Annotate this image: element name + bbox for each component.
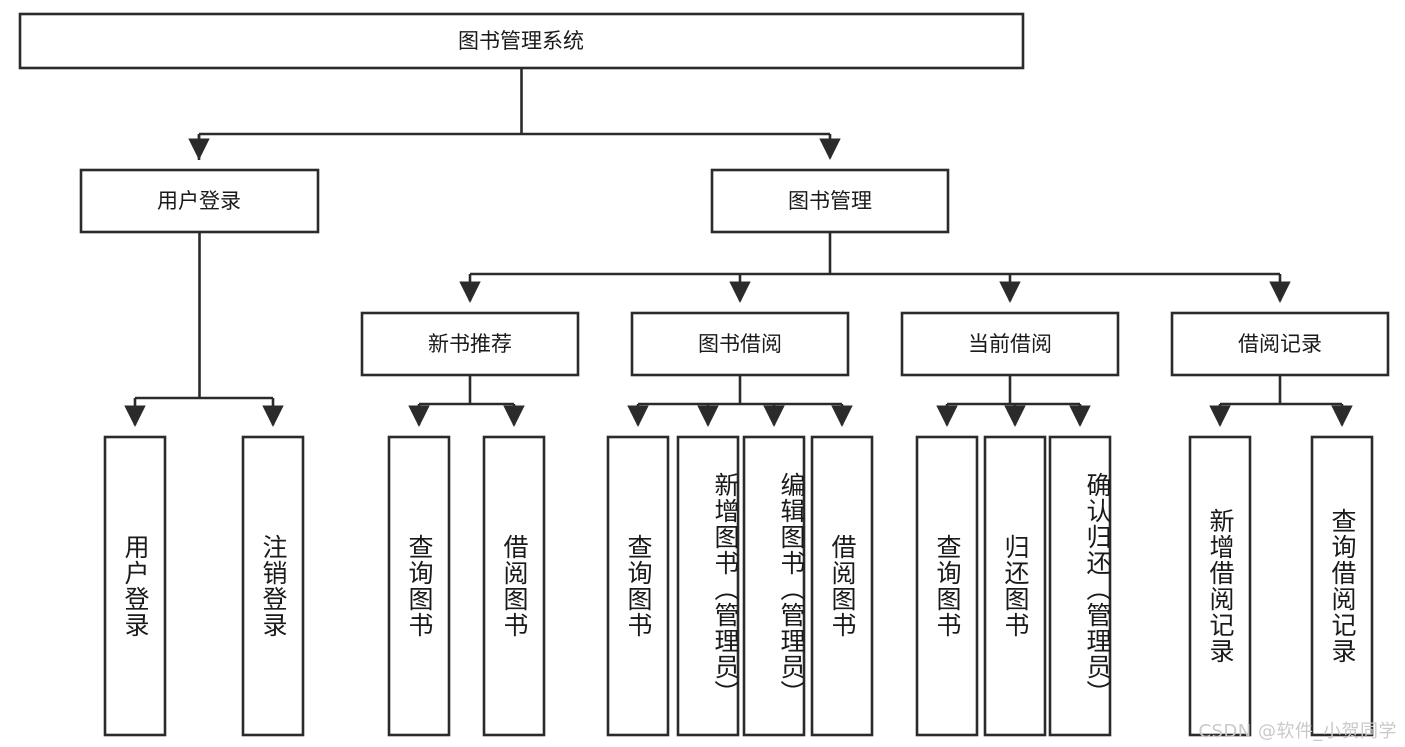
node-new-book-recommend-box[interactable]: [360, 311, 580, 377]
node-borrow-record-label: 借阅记录: [1238, 332, 1322, 356]
connector-layer: [124, 68, 1353, 427]
node-new-book-recommend-label: 新书推荐: [428, 332, 512, 356]
leaf-box-user-login[interactable]: [103, 435, 167, 737]
node-book-management-label: 图书管理: [788, 189, 872, 213]
node-book-management[interactable]: 图书管理: [710, 168, 950, 234]
node-book-management-box[interactable]: [710, 168, 950, 234]
leaf-box-query-book-curr[interactable]: [915, 435, 979, 737]
node-book-borrow[interactable]: 图书借阅: [630, 311, 850, 377]
node-current-borrow[interactable]: 当前借阅: [900, 311, 1120, 377]
leaf-box-borrow-book[interactable]: [810, 435, 874, 737]
leaf-box-borrow-book-new[interactable]: [482, 435, 546, 737]
node-user-login-label: 用户登录: [157, 189, 241, 213]
leaf-box-confirm-return[interactable]: [1048, 435, 1112, 737]
node-current-borrow-box[interactable]: [900, 311, 1120, 377]
leaf-box-add-record[interactable]: [1188, 435, 1252, 737]
leaf-box-query-book-borrow[interactable]: [606, 435, 670, 737]
leaf-box-query-record[interactable]: [1310, 435, 1374, 737]
leaf-box-layer: [103, 435, 1374, 737]
leaf-box-return-book[interactable]: [983, 435, 1047, 737]
connector-root-bus: [197, 68, 830, 160]
node-new-book-recommend[interactable]: 新书推荐: [360, 311, 580, 377]
leaf-box-query-book-new[interactable]: [387, 435, 451, 737]
node-borrow-record[interactable]: 借阅记录: [1170, 311, 1390, 377]
node-book-borrow-box[interactable]: [630, 311, 850, 377]
node-user-login-box[interactable]: [79, 168, 320, 234]
node-root-box[interactable]: [18, 12, 1025, 70]
leaf-box-logout[interactable]: [241, 435, 305, 737]
node-book-borrow-label: 图书借阅: [698, 332, 782, 356]
node-user-login[interactable]: 用户登录: [79, 168, 320, 234]
leaf-box-add-book[interactable]: [676, 435, 740, 737]
node-root[interactable]: 图书管理系统: [18, 12, 1025, 70]
node-current-borrow-label: 当前借阅: [968, 332, 1052, 356]
node-borrow-record-box[interactable]: [1170, 311, 1390, 377]
csdn-watermark: CSDN @软件_小贺同学: [1198, 721, 1397, 742]
node-root-label: 图书管理系统: [458, 29, 584, 53]
leaf-box-edit-book[interactable]: [742, 435, 806, 737]
